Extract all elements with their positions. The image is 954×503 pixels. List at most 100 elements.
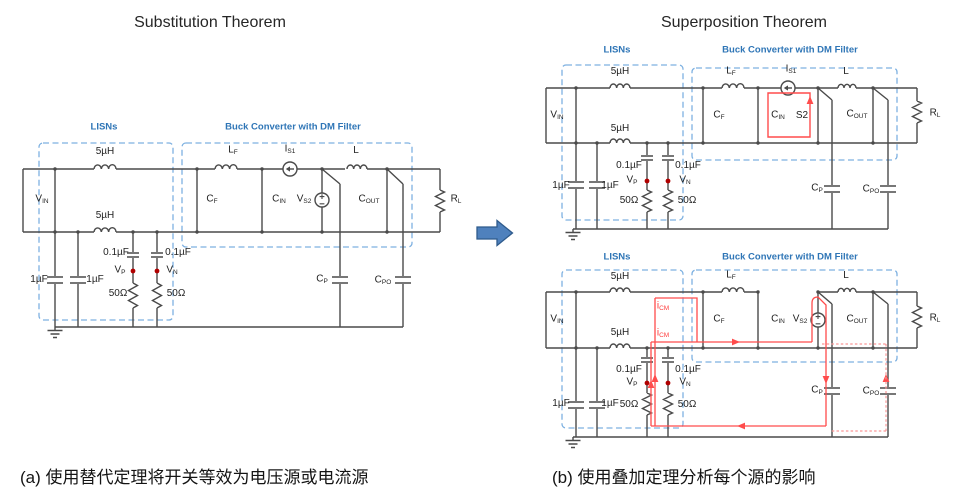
label-vn: VN — [679, 174, 691, 186]
label-1uf: 1µF — [552, 180, 570, 191]
label-5uh: 5µH — [610, 327, 630, 338]
label-l: L — [843, 270, 849, 281]
buck-box — [691, 67, 898, 161]
label-cpo: CPO — [862, 385, 880, 397]
wires — [22, 168, 447, 328]
label-vs2: VS2 — [296, 193, 312, 205]
label-cout: COUT — [358, 193, 380, 205]
inductors — [609, 83, 857, 144]
caption-b: (b) 使用叠加定理分析每个源的影响 — [552, 468, 816, 487]
label-1uf: 1µF — [601, 180, 619, 191]
label-vn: VN — [166, 264, 178, 276]
label-cp: CP — [811, 384, 823, 396]
substitution-diagram — [22, 142, 447, 339]
junction-dots — [574, 86, 875, 145]
label-0p1uf: 0.1µF — [103, 247, 129, 258]
label-5uh: 5µH — [610, 66, 630, 77]
label-cf: CF — [713, 313, 725, 325]
label-vp: VP — [114, 264, 126, 276]
label-50ohm: 50Ω — [677, 399, 697, 410]
label-rl: RL — [929, 107, 941, 119]
label-vp: VP — [626, 376, 638, 388]
label-rl: RL — [450, 193, 462, 205]
label-5uh: 5µH — [95, 146, 115, 157]
wires — [545, 291, 924, 438]
label-1uf: 1µF — [601, 398, 619, 409]
label-5uh: 5µH — [95, 210, 115, 221]
lisn-box — [561, 269, 684, 429]
buck-section-label: Buck Converter with DM Filter — [722, 251, 858, 263]
vs2-voltage-source-icon — [810, 312, 826, 328]
cm-current-path-dotted — [822, 343, 887, 432]
junction-dots — [53, 167, 389, 234]
superposition-bottom-diagram — [545, 269, 924, 449]
label-cp: CP — [316, 273, 328, 285]
junction-dots — [574, 290, 875, 350]
ground-icon — [565, 437, 581, 449]
vs2-voltage-source-icon — [314, 192, 330, 208]
capacitor-plates — [47, 252, 411, 284]
capacitor-plates — [568, 357, 896, 409]
label-icm: iCM — [656, 300, 670, 312]
label-0p1uf: 0.1µF — [675, 364, 701, 375]
buck-box — [181, 142, 413, 248]
label-cin: CIN — [771, 313, 785, 325]
buck-section-label: Buck Converter with DM Filter — [722, 44, 858, 56]
label-50ohm: 50Ω — [166, 288, 186, 299]
label-is1: IS1 — [284, 143, 296, 155]
label-vin: VIN — [35, 193, 49, 205]
label-lf: LF — [726, 65, 736, 77]
superposition-top-diagram — [545, 64, 924, 241]
label-50ohm: 50Ω — [677, 195, 697, 206]
s2-short-loop — [767, 92, 814, 138]
label-cin: CIN — [272, 193, 286, 205]
label-0p1uf: 0.1µF — [616, 160, 642, 171]
lisns-section-label: LISNs — [603, 44, 631, 56]
label-lf: LF — [726, 269, 736, 281]
label-cp: CP — [811, 182, 823, 194]
label-vs2: VS2 — [792, 313, 808, 325]
ground-icon — [47, 327, 63, 339]
label-l: L — [353, 145, 359, 156]
label-icm: iCM — [656, 327, 670, 339]
flow-arrow-icon — [476, 219, 514, 247]
buck-section-label: Buck Converter with DM Filter — [225, 121, 361, 133]
label-cf: CF — [206, 193, 218, 205]
ground-icon — [565, 229, 581, 241]
label-vn: VN — [679, 376, 691, 388]
caption-a: (a) 使用替代定理将开关等效为电压源或电流源 — [20, 468, 369, 487]
lisns-section-label: LISNs — [603, 251, 631, 263]
is1-current-source-icon — [282, 161, 298, 177]
label-1uf: 1µF — [86, 274, 104, 285]
probe-node-dots — [130, 268, 160, 274]
label-is1: IS1 — [785, 63, 797, 75]
label-0p1uf: 0.1µF — [675, 160, 701, 171]
label-0p1uf: 0.1µF — [165, 247, 191, 258]
inductors — [93, 164, 368, 233]
lisns-section-label: LISNs — [90, 121, 118, 133]
is1-current-source-icon — [780, 80, 796, 96]
label-vin: VIN — [550, 313, 564, 325]
probe-node-dots — [644, 178, 671, 184]
label-1uf: 1µF — [30, 274, 48, 285]
label-rl: RL — [929, 312, 941, 324]
label-5uh: 5µH — [610, 123, 630, 134]
label-50ohm: 50Ω — [108, 288, 128, 299]
label-lf: LF — [228, 144, 238, 156]
probe-node-dots — [644, 380, 671, 386]
label-cf: CF — [713, 109, 725, 121]
label-50ohm: 50Ω — [619, 195, 639, 206]
label-s2: S2 — [795, 110, 809, 121]
label-cpo: CPO — [374, 274, 392, 286]
label-cin: CIN — [771, 109, 785, 121]
label-cpo: CPO — [862, 183, 880, 195]
label-1uf: 1µF — [552, 398, 570, 409]
inductors — [609, 287, 857, 349]
capacitor-plates — [568, 155, 896, 193]
label-5uh: 5µH — [610, 271, 630, 282]
label-vin: VIN — [550, 109, 564, 121]
cm-current-path — [647, 296, 890, 430]
right-title: Superposition Theorem — [660, 14, 828, 31]
